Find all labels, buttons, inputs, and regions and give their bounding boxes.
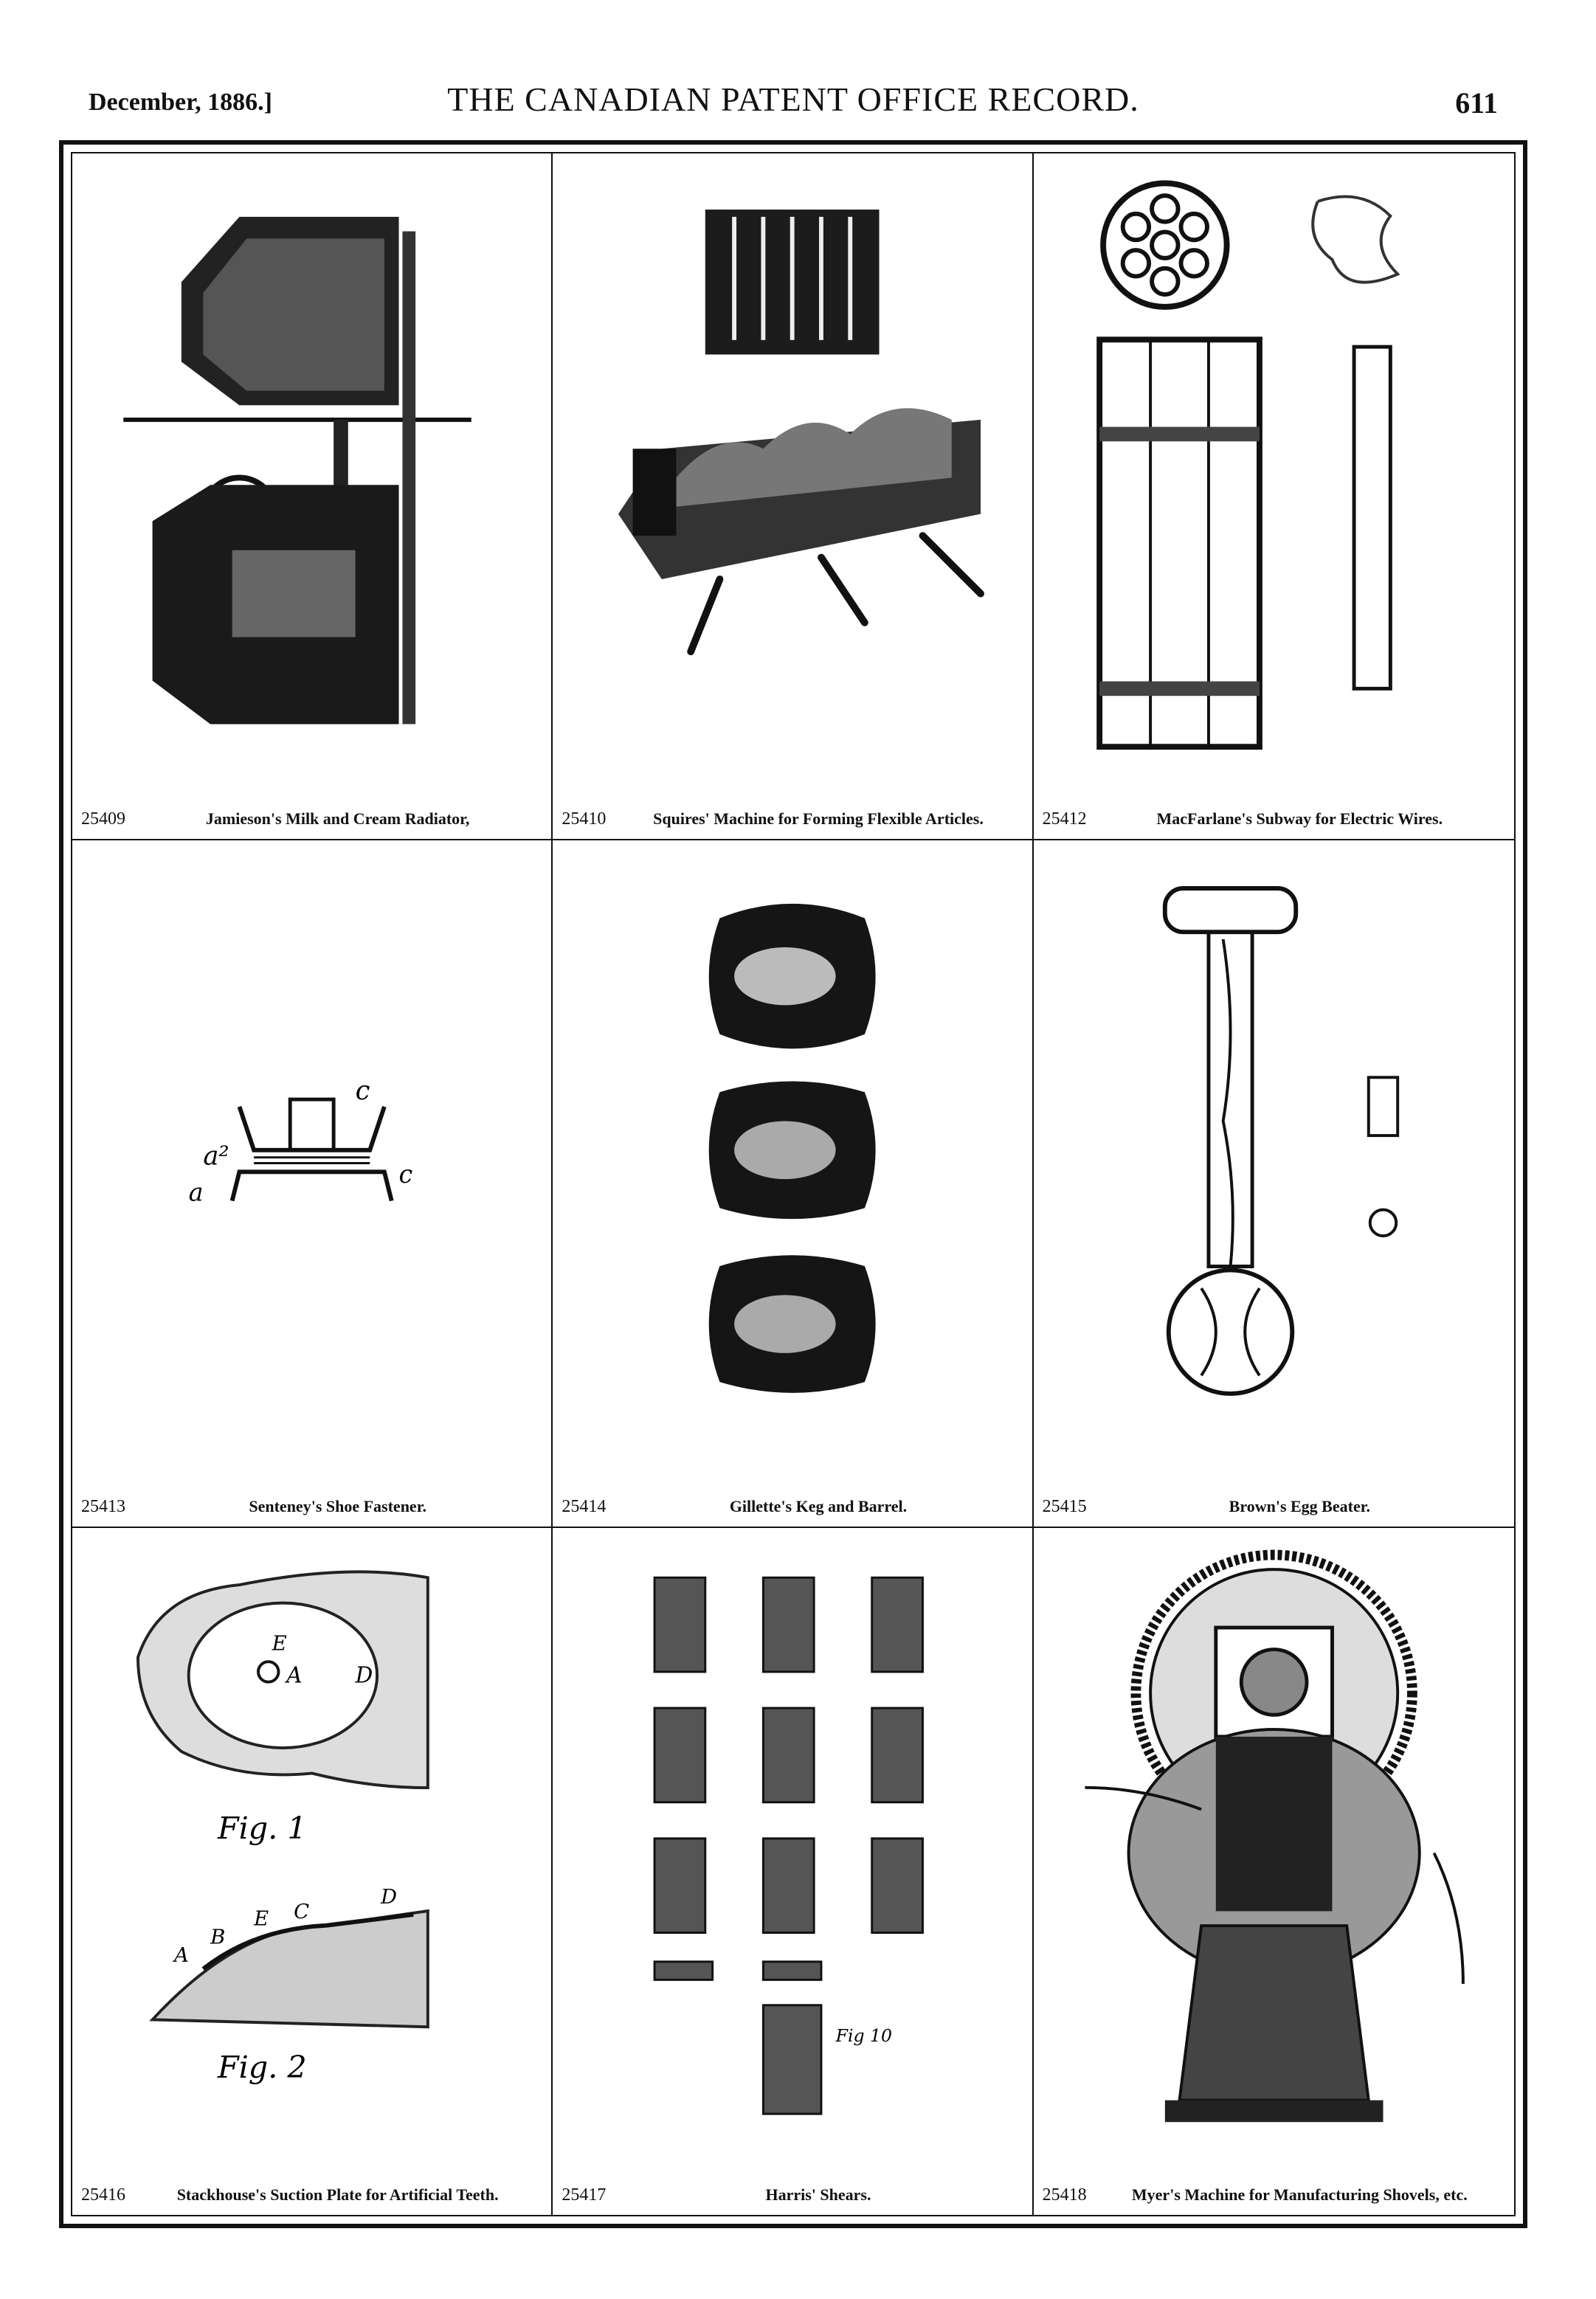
- svg-text:E: E: [272, 1631, 287, 1655]
- egg-beater-drawing: [1162, 886, 1399, 1397]
- electric-subway-drawing: [1096, 180, 1400, 750]
- patent-title: Senteney's Shoe Fastener.: [249, 1496, 426, 1515]
- svg-text:c: c: [399, 1160, 413, 1189]
- patent-cell-25415: 25415 Brown's Egg Beater.: [1033, 840, 1514, 1528]
- patent-grid-inner: 25409 Jamieson's Milk and Cream Radiator…: [71, 152, 1516, 2216]
- figure-label-1: Fig. 1: [217, 1810, 307, 1845]
- caption: 25410 Squires' Machine for Forming Flexi…: [562, 809, 1023, 829]
- svg-text:a²: a²: [203, 1141, 229, 1172]
- patent-number: 25413: [81, 1496, 125, 1516]
- caption: 25417 Harris' Shears.: [562, 2185, 1023, 2205]
- svg-text:D: D: [380, 1885, 397, 1909]
- flexible-articles-machine-drawing: [618, 210, 985, 656]
- shears-drawing: Fig 10: [653, 1576, 925, 2115]
- patent-number: 25417: [562, 2185, 607, 2205]
- patent-title: Harris' Shears.: [765, 2185, 871, 2204]
- svg-text:D: D: [355, 1662, 373, 1687]
- suction-plate-drawing: A D E Fig. 1 A B E C D Fig. 2: [136, 1570, 429, 2085]
- patent-number: 25410: [562, 809, 607, 829]
- patent-cell-25410: 25410 Squires' Machine for Forming Flexi…: [553, 153, 1034, 841]
- figure-label-10: Fig 10: [835, 2025, 892, 2046]
- patent-number: 25416: [81, 2185, 125, 2205]
- shovel-machine-drawing: [1085, 1549, 1465, 2122]
- patent-number: 25414: [562, 1496, 607, 1516]
- patent-cell-25418: 25418 Myer's Machine for Manufacturing S…: [1034, 1528, 1514, 2215]
- svg-text:A: A: [284, 1662, 302, 1687]
- patent-title: Jamieson's Milk and Cream Radiator,: [205, 809, 470, 829]
- patent-cell-25413: c a² c a 25413 Senteney's Shoe Fastener.: [72, 840, 553, 1528]
- patent-title: Stackhouse's Suction Plate for Artificia…: [176, 2185, 499, 2204]
- patent-cell-25409: 25409 Jamieson's Milk and Cream Radiator…: [72, 153, 553, 841]
- caption: 25415 Brown's Egg Beater.: [1043, 1497, 1505, 1516]
- patent-cell-25414: 25414 Gillette's Keg and Barrel.: [553, 840, 1034, 1528]
- caption: 25413 Senteney's Shoe Fastener.: [81, 1497, 542, 1516]
- patent-grid: 25409 Jamieson's Milk and Cream Radiator…: [72, 153, 1514, 2215]
- issue-date: December, 1886.]: [89, 89, 272, 116]
- caption: 25418 Myer's Machine for Manufacturing S…: [1043, 2185, 1505, 2205]
- figure-label-2: Fig. 2: [217, 2050, 307, 2085]
- patent-title: Squires' Machine for Forming Flexible Ar…: [653, 809, 984, 829]
- patent-illustration-frame: 25409 Jamieson's Milk and Cream Radiator…: [59, 140, 1527, 2228]
- page-header: December, 1886.] THE CANADIAN PATENT OFF…: [81, 80, 1505, 124]
- publication-title: THE CANADIAN PATENT OFFICE RECORD.: [447, 80, 1139, 118]
- shoe-fastener-drawing: c a² c a: [189, 1076, 413, 1207]
- patent-number: 25409: [81, 809, 125, 829]
- svg-text:E: E: [253, 1906, 269, 1930]
- patent-cell-25416: A D E Fig. 1 A B E C D Fig. 2 25416 Stac…: [72, 1527, 553, 2215]
- patent-number: 25415: [1042, 1496, 1087, 1516]
- patent-title: Brown's Egg Beater.: [1229, 1496, 1370, 1515]
- patent-title: MacFarlane's Subway for Electric Wires.: [1156, 809, 1443, 829]
- radiator-drawing: [123, 216, 471, 725]
- patent-cell-25417: Fig 10 25417 Harris' Shears.: [553, 1527, 1034, 2215]
- svg-text:c: c: [356, 1076, 370, 1106]
- patent-number: 25412: [1042, 809, 1087, 829]
- page-number: 611: [1455, 86, 1498, 120]
- patent-number: 25418: [1042, 2185, 1087, 2205]
- svg-text:a: a: [189, 1178, 204, 1207]
- caption: 25414 Gillette's Keg and Barrel.: [562, 1497, 1023, 1516]
- svg-text:C: C: [294, 1900, 309, 1923]
- caption: 25412 MacFarlane's Subway for Electric W…: [1043, 809, 1505, 829]
- patent-cell-25412: 25412 MacFarlane's Subway for Electric W…: [1033, 153, 1514, 841]
- patent-title: Myer's Machine for Manufacturing Shovels…: [1131, 2185, 1468, 2204]
- svg-text:A: A: [172, 1943, 189, 1966]
- patent-title: Gillette's Keg and Barrel.: [729, 1496, 908, 1515]
- keg-barrel-drawing: [709, 904, 876, 1394]
- caption: 25416 Stackhouse's Suction Plate for Art…: [81, 2185, 542, 2205]
- svg-text:B: B: [210, 1925, 225, 1949]
- caption: 25409 Jamieson's Milk and Cream Radiator…: [81, 809, 542, 829]
